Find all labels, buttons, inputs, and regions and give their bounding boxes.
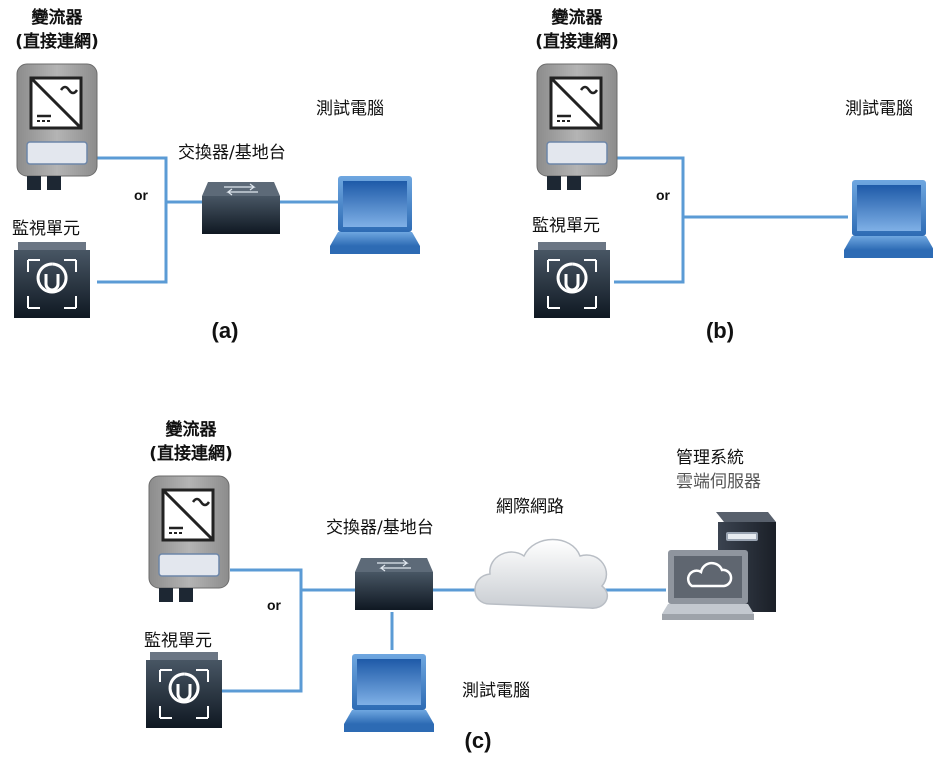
inverter-sublabel: (直接連網)	[15, 32, 99, 52]
panel-a-label: (a)	[211, 318, 239, 343]
switch-icon	[354, 557, 434, 611]
or-label: or	[656, 187, 670, 203]
pc-label: 測試電腦	[462, 681, 530, 701]
panel-c	[144, 474, 778, 732]
panel-a	[12, 62, 420, 320]
monitor-unit-icon	[532, 240, 612, 320]
internet-label: 網際網路	[496, 497, 564, 517]
switch-icon	[201, 181, 281, 235]
inverter-label: 變流器	[31, 8, 83, 28]
connection-line	[218, 568, 666, 693]
monitor-label: 監視單元	[532, 216, 600, 236]
inverter-icon	[147, 474, 231, 604]
monitor-unit-icon	[144, 650, 224, 730]
inverter-icon	[535, 62, 619, 192]
or-label: or	[134, 187, 148, 203]
inverter-icon	[15, 62, 99, 192]
connection-line	[97, 156, 338, 284]
monitor-label: 監視單元	[12, 219, 80, 239]
switch-label: 交換器/基地台	[326, 518, 434, 538]
server-label: 管理系統	[676, 448, 744, 468]
monitor-unit-icon	[12, 240, 92, 320]
pc-label: 測試電腦	[316, 99, 384, 119]
laptop-icon	[330, 176, 420, 254]
pc-label: 測試電腦	[845, 99, 913, 119]
server-sublabel: 雲端伺服器	[676, 472, 761, 492]
laptop-icon	[844, 180, 933, 258]
inverter-label: 變流器	[551, 8, 603, 28]
panel-b	[532, 62, 933, 320]
panel-b-label: (b)	[705, 318, 735, 343]
server-icon	[660, 510, 778, 622]
switch-label: 交換器/基地台	[178, 143, 286, 163]
or-label: or	[267, 597, 281, 613]
panel-c-label: (c)	[464, 728, 492, 753]
laptop-icon	[344, 654, 434, 732]
monitor-label: 監視單元	[144, 631, 212, 651]
connection-line	[614, 156, 848, 284]
cloud-icon	[474, 538, 608, 609]
inverter-label: 變流器	[165, 420, 217, 440]
inverter-sublabel: (直接連網)	[535, 32, 619, 52]
inverter-sublabel: (直接連網)	[149, 444, 233, 464]
